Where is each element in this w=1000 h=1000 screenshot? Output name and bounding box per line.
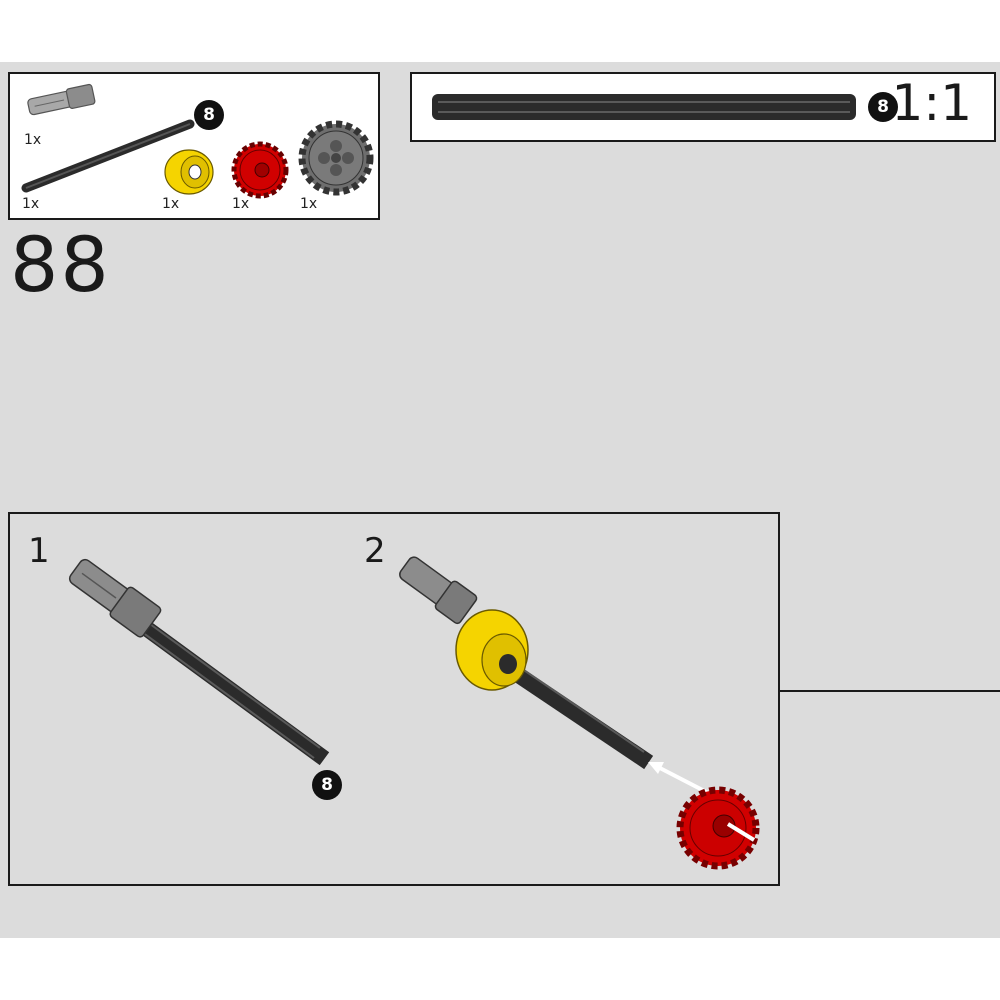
axle-length-badge: 8 (194, 100, 224, 130)
grey-axle-pin-icon (27, 83, 96, 116)
connector-line (780, 690, 1000, 692)
scale-label: 1:1 (891, 74, 972, 132)
qty-red-gear: 1x (232, 196, 250, 212)
red-gear-icon (231, 141, 289, 199)
scale-reference-box: 8 1:1 (410, 72, 996, 142)
sub-step-1-assembly (68, 558, 330, 766)
qty-axle: 1x (22, 196, 40, 212)
scale-length-badge: 8 (868, 92, 898, 122)
sub-step-number-1: 1 (28, 531, 50, 571)
black-axle-icon (21, 119, 195, 193)
axle-scale-icon (432, 94, 856, 120)
qty-bush: 1x (162, 196, 180, 212)
sub-steps-box: 1 2 8 (8, 512, 780, 886)
parts-list-box: 1x 1x 8 1x 1x (8, 72, 380, 220)
step-number: 88 (10, 220, 111, 309)
grey-gear-icon (298, 120, 374, 196)
instruction-page: 1x 1x 8 1x 1x (0, 62, 1000, 938)
qty-axle-pin: 1x (24, 132, 42, 148)
yellow-bush-icon (164, 149, 214, 195)
sub-step-number-2: 2 (364, 531, 386, 571)
sub-step-1-length-badge: 8 (312, 770, 342, 800)
qty-grey-gear: 1x (300, 196, 318, 212)
sub-step-2-assembly (399, 556, 760, 870)
